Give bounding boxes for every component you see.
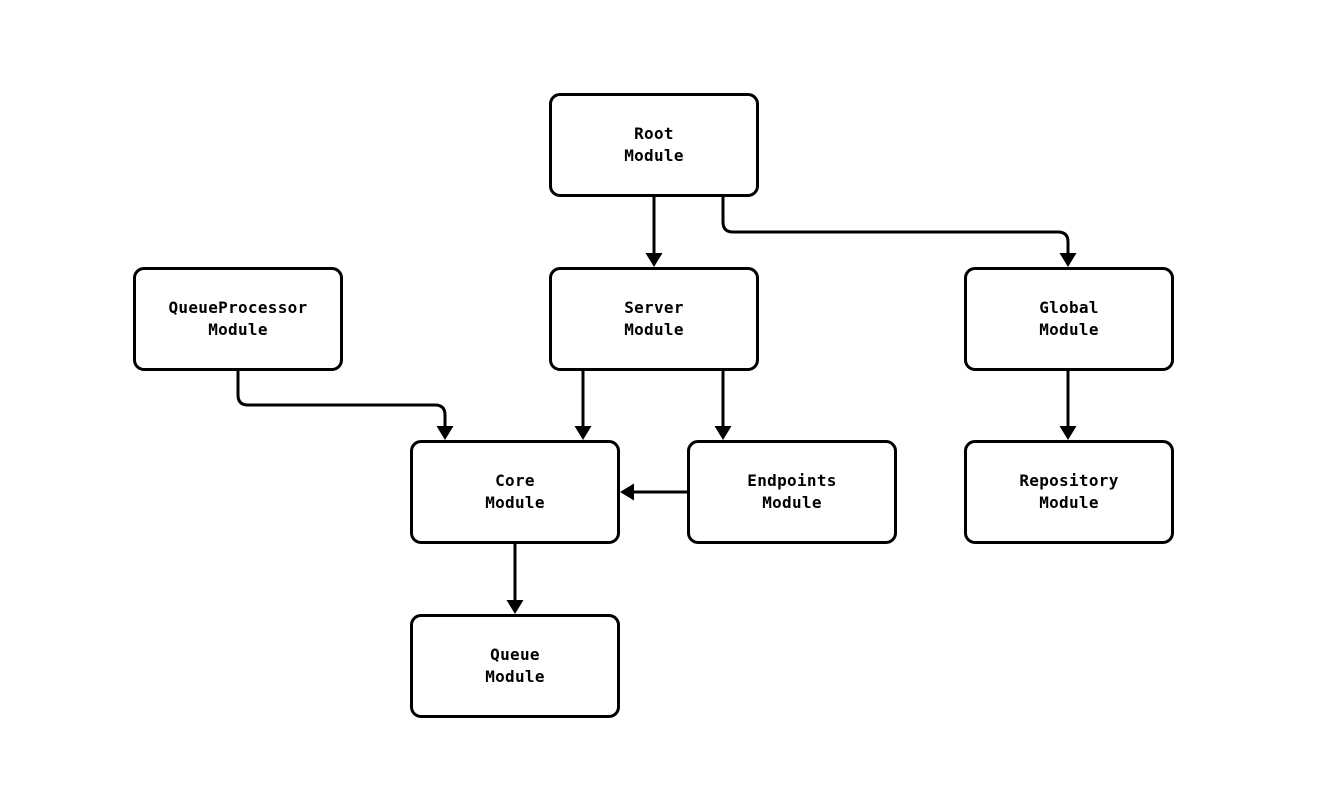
- node-label-kind: Module: [624, 146, 684, 165]
- edge-queueprocessor-to-core: QueueProcessor Module depends on Core Mo…: [236, 371, 454, 440]
- arrowhead-icon: [714, 426, 732, 440]
- edge-endpoints-to-core: Endpoints Module depends on Core Module: [620, 483, 687, 501]
- node-label-kind: Module: [624, 320, 684, 339]
- node-label-name: QueueProcessor: [168, 298, 308, 317]
- arrowhead-icon: [645, 253, 663, 267]
- edge-line: [721, 197, 1070, 256]
- arrowhead-icon: [436, 426, 454, 440]
- edge-global-to-repository: Global Module depends on Repository Modu…: [1059, 371, 1077, 440]
- node-label-kind: Module: [762, 493, 822, 512]
- node-label-name: Core: [495, 471, 535, 490]
- node-label-name: Root: [634, 124, 674, 143]
- arrowhead-icon: [620, 483, 634, 501]
- arrowhead-icon: [506, 600, 524, 614]
- node-label-name: Global: [1039, 298, 1099, 317]
- edge-core-to-queue: Core Module depends on Queue Module: [506, 544, 524, 614]
- node-label-kind: Module: [208, 320, 268, 339]
- node-label-kind: Module: [1039, 493, 1099, 512]
- edge-server-to-endpoints: Server Module depends on Endpoints Modul…: [714, 371, 732, 440]
- node-label-kind: Module: [1039, 320, 1099, 339]
- edge-server-to-core: Server Module depends on Core Module: [574, 371, 592, 440]
- edge-root-to-server: Root Module depends on Server Module: [645, 197, 663, 267]
- node-label-name: Server: [624, 298, 684, 317]
- arrowhead-icon: [1059, 426, 1077, 440]
- node-label-name: Queue: [490, 645, 540, 664]
- arrowhead-icon: [574, 426, 592, 440]
- node-label-name: Repository: [1019, 471, 1119, 490]
- edge-line: [236, 371, 447, 429]
- node-label-name: Endpoints: [747, 471, 837, 490]
- node-label-kind: Module: [485, 667, 545, 686]
- arrowhead-icon: [1059, 253, 1077, 267]
- node-label-kind: Module: [485, 493, 545, 512]
- edge-root-to-global: Root Module depends on Global Module: [721, 197, 1077, 267]
